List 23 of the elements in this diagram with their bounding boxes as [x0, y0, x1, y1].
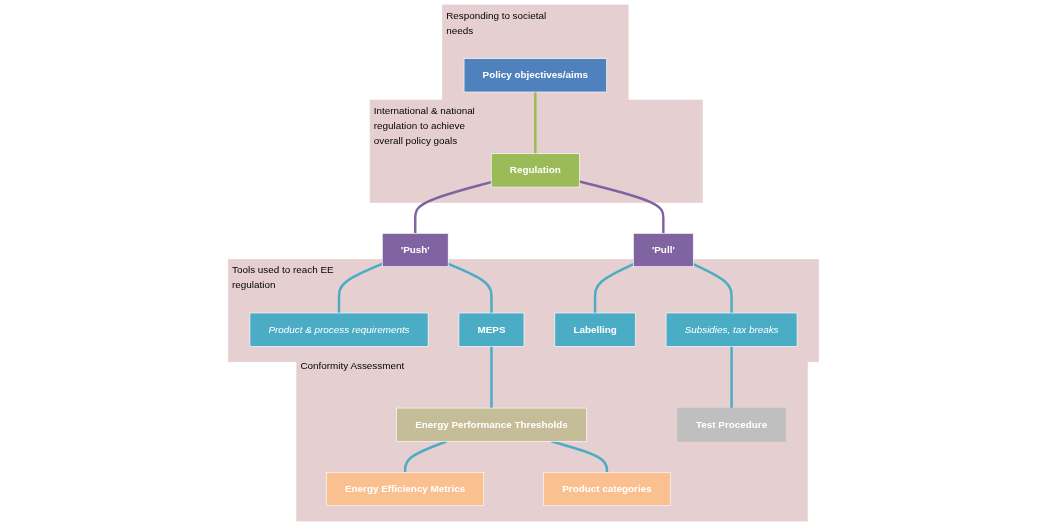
node-box: Product categories [543, 472, 671, 506]
node-box: 'Pull' [633, 233, 694, 267]
node-box: Labelling [554, 312, 636, 347]
connector [534, 92, 537, 154]
connector [490, 346, 493, 409]
node-box: Product & process requirements [249, 312, 429, 347]
connector [414, 180, 492, 234]
connector [593, 263, 634, 313]
node-box: Regulation [490, 153, 580, 188]
connector [337, 262, 383, 313]
connector [551, 440, 609, 473]
node-box: 'Push' [382, 233, 449, 267]
node-box: Energy Performance Thresholds [396, 407, 587, 442]
connector [579, 180, 665, 234]
connector [403, 440, 448, 473]
node-box: Energy Efficiency Metrics [326, 472, 485, 506]
node-box: Test Procedure [677, 407, 786, 442]
node-box: Subsidies, tax breaks [665, 312, 798, 347]
connector [447, 262, 493, 313]
node-box: MEPS [458, 312, 525, 347]
connector [692, 263, 733, 313]
connector [730, 346, 733, 409]
node-box: Policy objectives/aims [463, 58, 607, 93]
